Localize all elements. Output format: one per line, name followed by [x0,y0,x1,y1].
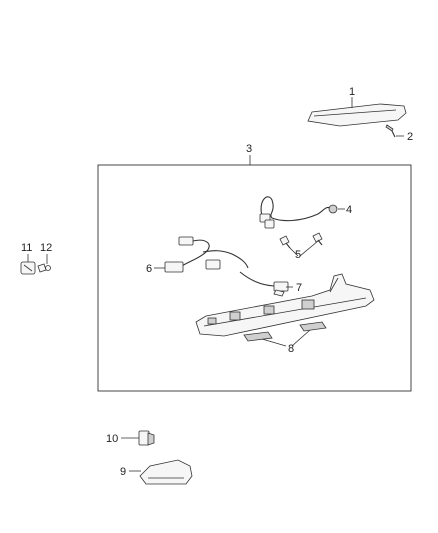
callout-4: 4 [346,204,352,216]
part-8-gaskets [243,321,327,342]
part-1-lamp-lens [307,103,407,127]
callout-11: 11 [21,242,32,254]
part-12-bulb [37,263,51,273]
leader-5b [299,240,319,257]
leader-8b [291,329,311,347]
part-2-screw [385,124,396,138]
assembly-frame [97,164,412,392]
part-11-marker-lamp [20,261,36,275]
part-5-bulbs [279,232,323,249]
leader-5a [289,247,299,257]
callout-6: 6 [146,263,152,275]
callout-1: 1 [349,86,355,98]
lamp-housing [195,273,375,337]
part-6-harness [164,236,249,273]
callout-8: 8 [288,343,294,355]
part-7-sensor [239,271,289,297]
callout-9: 9 [120,466,126,478]
callout-5: 5 [295,249,301,261]
part-10-socket [138,430,155,446]
part-4-harness [259,196,338,229]
callout-10: 10 [106,433,118,445]
leader-8a [261,338,287,347]
callout-2: 2 [407,131,413,143]
part-9-marker-lens [139,459,193,485]
callout-3: 3 [246,143,252,155]
callout-7: 7 [296,282,302,294]
callout-12: 12 [40,242,52,254]
